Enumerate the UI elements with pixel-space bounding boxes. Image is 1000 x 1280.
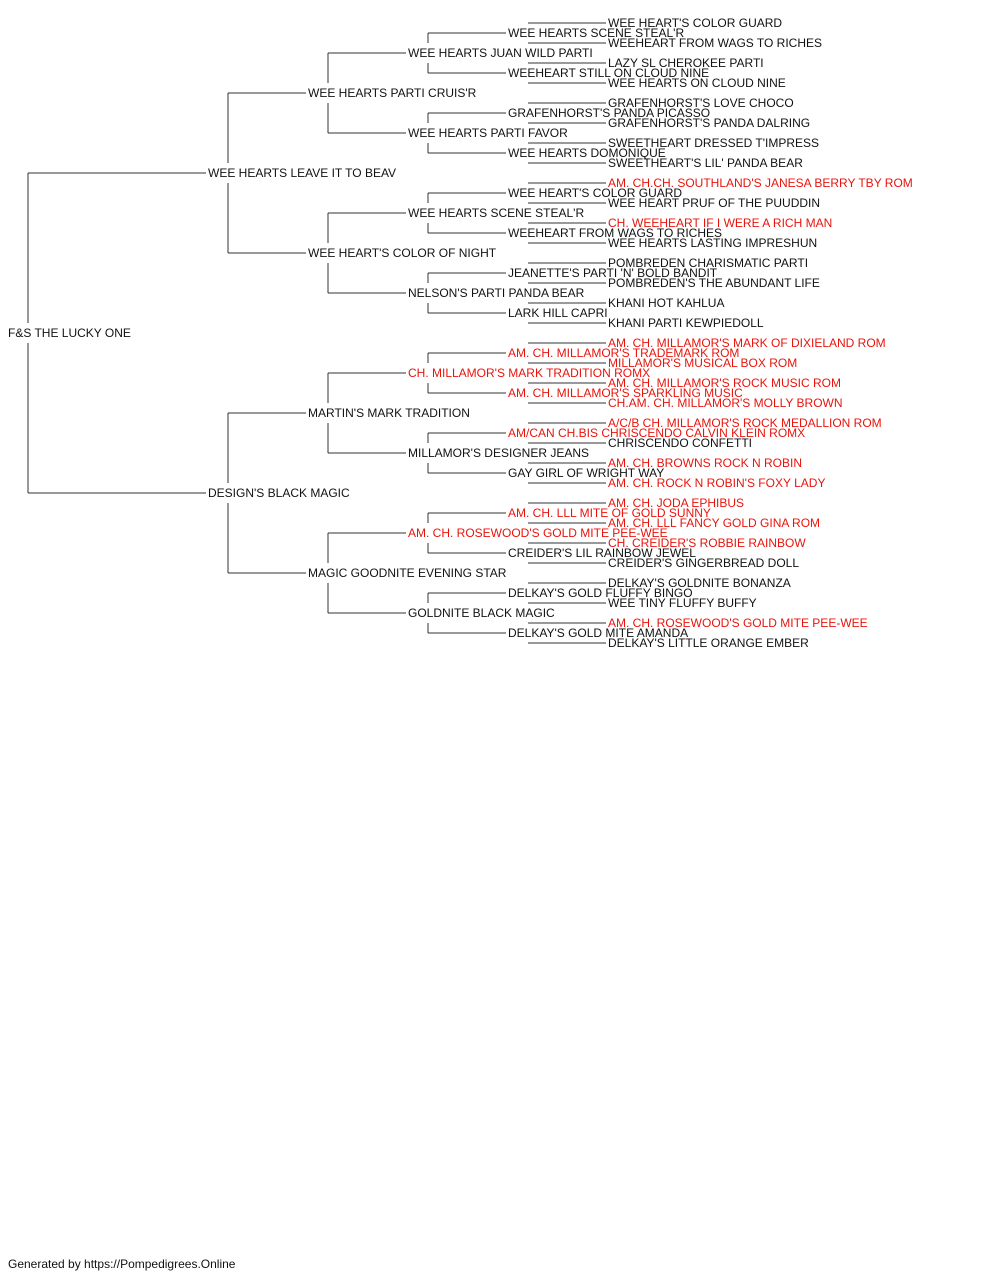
dog-name: AM. CH. JODA EPHIBUS [608, 496, 744, 510]
dog-name: KHANI PARTI KEWPIEDOLL [608, 316, 764, 330]
dog-name: AM. CH. MILLAMOR'S ROCK MUSIC ROM [608, 376, 841, 390]
pedigree-tree: F&S THE LUCKY ONE WEE HEARTS LEAVE IT TO … [8, 16, 913, 650]
dog-name: SWEETHEART'S LIL' PANDA BEAR [608, 156, 803, 170]
dog-name: GOLDNITE BLACK MAGIC [408, 606, 555, 620]
dog-name: F&S THE LUCKY ONE [8, 326, 131, 340]
dog-name: AM. CH. ROSEWOOD'S GOLD MITE PEE-WEE [608, 616, 868, 630]
dog-name: WEE HEART PRUF OF THE PUUDDIN [608, 196, 820, 210]
dog-name: AM. CH. MILLAMOR'S SPARKLING MUSIC [508, 386, 743, 400]
dog-name: GAY GIRL OF WRIGHT WAY [508, 466, 664, 480]
dog-name: AM. CH. ROCK N ROBIN'S FOXY LADY [608, 476, 825, 490]
dog-name: DELKAY'S LITTLE ORANGE EMBER [608, 636, 809, 650]
dog-name: JEANETTE'S PARTI 'N' BOLD BANDIT [508, 266, 718, 280]
dog-name: WEEHEART STILL ON CLOUD NINE [508, 66, 709, 80]
dog-name: MILLAMOR'S DESIGNER JEANS [408, 446, 589, 460]
dog-name: WEE HEARTS LASTING IMPRESHUN [608, 236, 817, 250]
dog-name: MILLAMOR'S MUSICAL BOX ROM [608, 356, 797, 370]
dog-name: A/C/B CH. MILLAMOR'S ROCK MEDALLION ROM [608, 416, 882, 430]
dog-name: MAGIC GOODNITE EVENING STAR [308, 566, 507, 580]
dog-name: WEE HEARTS ON CLOUD NINE [608, 76, 786, 90]
dog-name: AM. CH. ROSEWOOD'S GOLD MITE PEE-WEE [408, 526, 668, 540]
dog-name: WEE HEARTS DOMONIQUE [508, 146, 666, 160]
dog-name: CH.AM. CH. MILLAMOR'S MOLLY BROWN [608, 396, 843, 410]
dog-name: DELKAY'S GOLD MITE AMANDA [508, 626, 688, 640]
dog-name: MARTIN'S MARK TRADITION [308, 406, 470, 420]
dog-name: AM. CH. MILLAMOR'S TRADEMARK ROM [508, 346, 739, 360]
dog-name: AM/CAN CH.BIS CHRISCENDO CALVIN KLEIN RO… [508, 426, 805, 440]
dog-name: GRAFENHORST'S PANDA PICASSO [508, 106, 710, 120]
dog-name: AM. CH.CH. SOUTHLAND'S JANESA BERRY TBY … [608, 176, 913, 190]
dog-name: LAZY SL CHEROKEE PARTI [608, 56, 764, 70]
dog-name: WEE HEART'S COLOR GUARD [508, 186, 682, 200]
dog-name: CREIDER'S GINGERBREAD DOLL [608, 556, 799, 570]
dog-name: CH. WEEHEART IF I WERE A RICH MAN [608, 216, 832, 230]
dog-name: WEEHEART FROM WAGS TO RICHES [508, 226, 722, 240]
dog-name: WEEHEART FROM WAGS TO RICHES [608, 36, 822, 50]
dog-name: CHRISCENDO CONFETTI [608, 436, 752, 450]
dog-name: WEE HEARTS SCENE STEAL'R [408, 206, 584, 220]
dog-name: GRAFENHORST'S LOVE CHOCO [608, 96, 794, 110]
dog-name: WEE HEART'S COLOR GUARD [608, 16, 782, 30]
dog-name: POMBREDEN CHARISMATIC PARTI [608, 256, 808, 270]
dog-name: WEE HEART'S COLOR OF NIGHT [308, 246, 497, 260]
dog-name: WEE HEARTS SCENE STEAL'R [508, 26, 684, 40]
dog-name: DELKAY'S GOLDNITE BONANZA [608, 576, 791, 590]
dog-name: CH. MILLAMOR'S MARK TRADITION ROMX [408, 366, 650, 380]
dog-name: AM. CH. MILLAMOR'S MARK OF DIXIELAND ROM [608, 336, 886, 350]
dog-name: SWEETHEART DRESSED T'IMPRESS [608, 136, 819, 150]
dog-name: DESIGN'S BLACK MAGIC [208, 486, 350, 500]
dog-name: AM. CH. BROWNS ROCK N ROBIN [608, 456, 802, 470]
dog-name: NELSON'S PARTI PANDA BEAR [408, 286, 585, 300]
dog-name: GRAFENHORST'S PANDA DALRING [608, 116, 810, 130]
dog-name: WEE TINY FLUFFY BUFFY [608, 596, 757, 610]
dog-name: AM. CH. LLL FANCY GOLD GINA ROM [608, 516, 820, 530]
dog-name: CREIDER'S LIL RAINBOW JEWEL [508, 546, 696, 560]
dog-name: DELKAY'S GOLD FLUFFY BINGO [508, 586, 693, 600]
dog-name: KHANI HOT KAHLUA [608, 296, 724, 310]
dog-name: AM. CH. LLL MITE OF GOLD SUNNY [508, 506, 711, 520]
dog-name: WEE HEARTS LEAVE IT TO BEAV [208, 166, 396, 180]
dog-name: LARK HILL CAPRI [508, 306, 608, 320]
dog-name: WEE HEARTS PARTI CRUIS'R [308, 86, 477, 100]
dog-name: WEE HEARTS PARTI FAVOR [408, 126, 568, 140]
dog-name: CH. CREIDER'S ROBBIE RAINBOW [608, 536, 806, 550]
dog-name: WEE HEARTS JUAN WILD PARTI [408, 46, 593, 60]
footer-credit: Generated by https://Pompedigrees.Online [8, 1257, 236, 1271]
dog-name: POMBREDEN'S THE ABUNDANT LIFE [608, 276, 820, 290]
